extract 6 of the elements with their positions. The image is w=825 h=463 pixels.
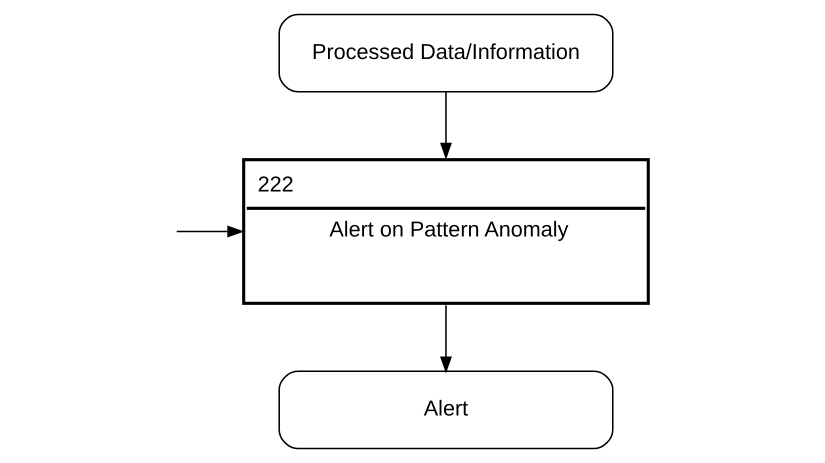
node-box: Processed Data/Information: [278, 14, 614, 93]
node-box: 222 Alert on Pattern Anomaly: [242, 158, 650, 305]
arrow: [176, 226, 244, 238]
node-box: Alert: [278, 370, 614, 450]
arrow: [440, 92, 452, 160]
arrow: [440, 305, 452, 374]
